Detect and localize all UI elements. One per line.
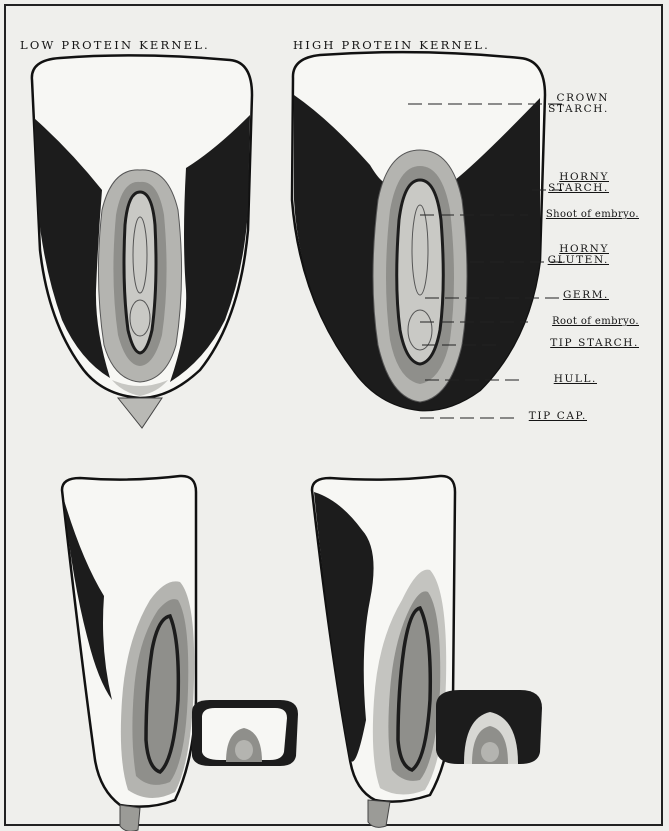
high-protein-kernel-front bbox=[292, 52, 545, 410]
label-root-of-embryo: Root of embryo. bbox=[552, 316, 639, 327]
high-cross-embryo bbox=[481, 742, 499, 762]
low-front-embryo bbox=[124, 192, 156, 353]
label-germ: GERM. bbox=[563, 290, 609, 301]
label-tip-cap: TIP CAP. bbox=[529, 411, 587, 422]
high-protein-kernel-side bbox=[312, 476, 455, 827]
low-cross-embryo bbox=[235, 740, 253, 760]
low-protein-kernel-side bbox=[62, 476, 196, 831]
low-protein-kernel-front bbox=[32, 55, 252, 428]
low-protein-cross-section bbox=[192, 700, 298, 766]
label-hull: HULL. bbox=[554, 374, 597, 385]
low-front-tip-cap bbox=[118, 398, 162, 428]
label-tip-starch: TIP STARCH. bbox=[550, 338, 639, 349]
high-side-tip-cap bbox=[368, 800, 390, 827]
low-side-tip-cap bbox=[120, 805, 140, 831]
high-protein-cross-section bbox=[436, 690, 542, 764]
label-shoot-of-embryo: Shoot of embryo. bbox=[546, 209, 639, 220]
high-front-embryo bbox=[397, 180, 444, 364]
